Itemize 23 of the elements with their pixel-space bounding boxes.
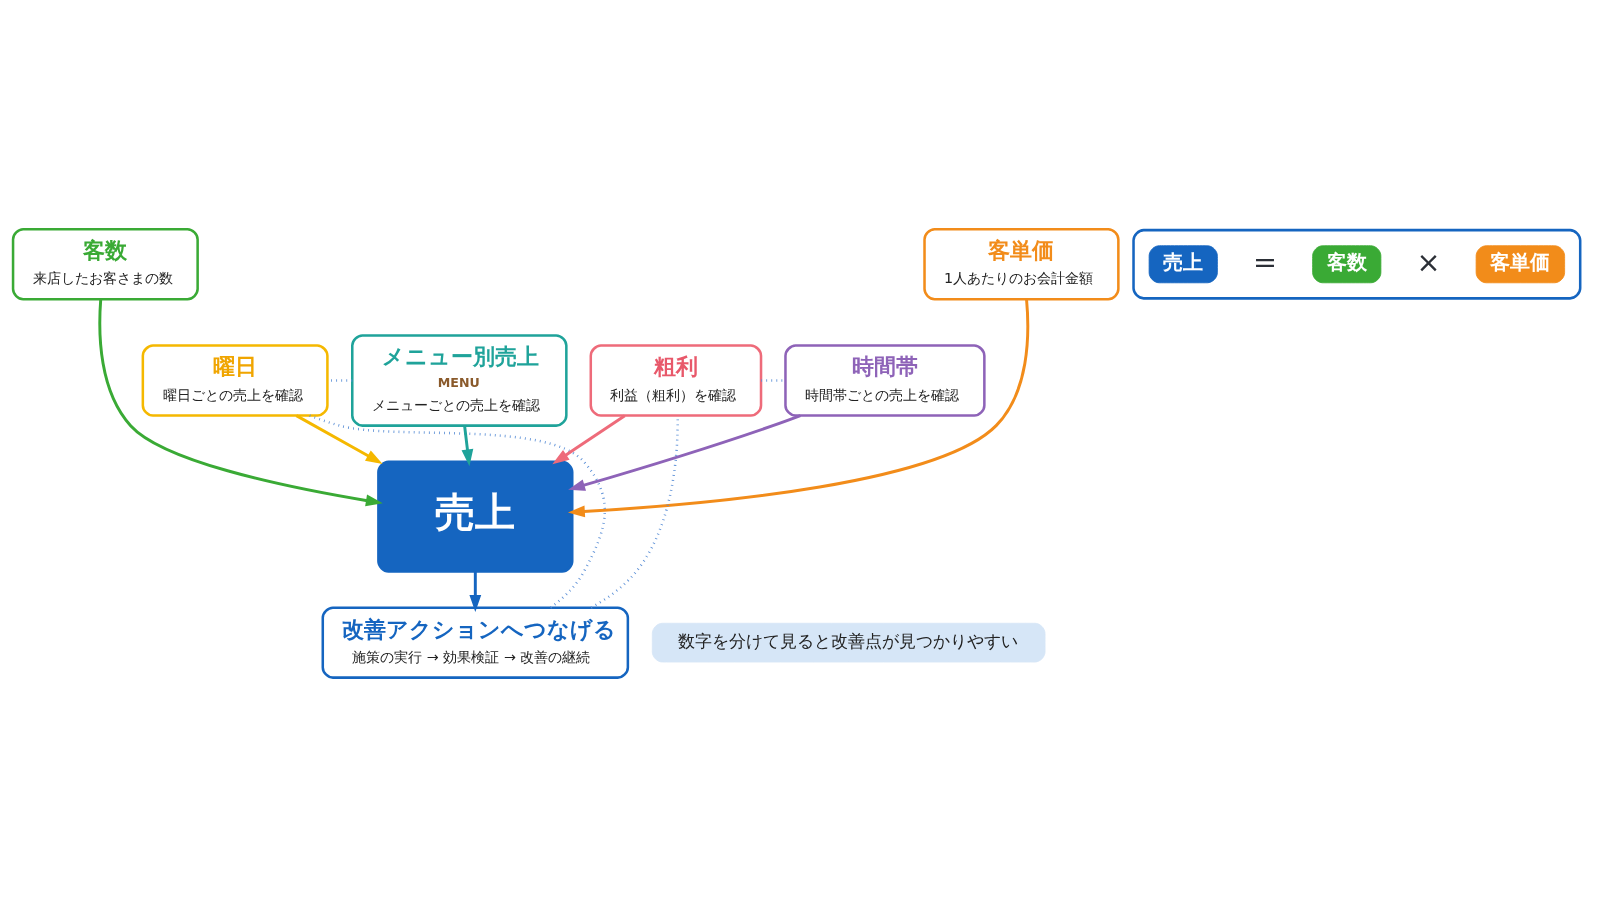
node-box: 時間帯 時間帯ごとの売上を確認 [784,343,986,417]
node-box: 改善アクションへつなげる 施策の実行 → 効果検証 → 改善の継続 [321,605,630,679]
node-box: 曜日 曜日ごとの売上を確認 [141,343,329,417]
arrow [568,413,801,491]
node-box: 客数 [1312,244,1382,283]
cluster [1132,228,1582,300]
node-box: 数字を分けて見ると改善点が見つかりやすい [651,622,1046,662]
connector [309,413,606,609]
node-box: 売上 [377,460,574,573]
node-box: 客数 来店したお客さまの数 [11,227,199,300]
arrow [98,298,383,506]
node-box: メニュー別売上 MENU メニューごとの売上を確認 [351,333,568,427]
arrow [552,413,626,464]
arrow [295,413,383,464]
node-box: 売上 [1148,244,1218,283]
arrow [567,298,1030,517]
node-box: 客単価 1人あたりのお会計金額 [923,227,1120,300]
arrow [469,571,482,612]
label: = [1253,244,1277,279]
node-box: 客単価 [1475,244,1566,283]
node-box: 粗利 利益（粗利）を確認 [589,343,763,417]
label: × [1416,244,1441,279]
arrow [461,425,474,466]
